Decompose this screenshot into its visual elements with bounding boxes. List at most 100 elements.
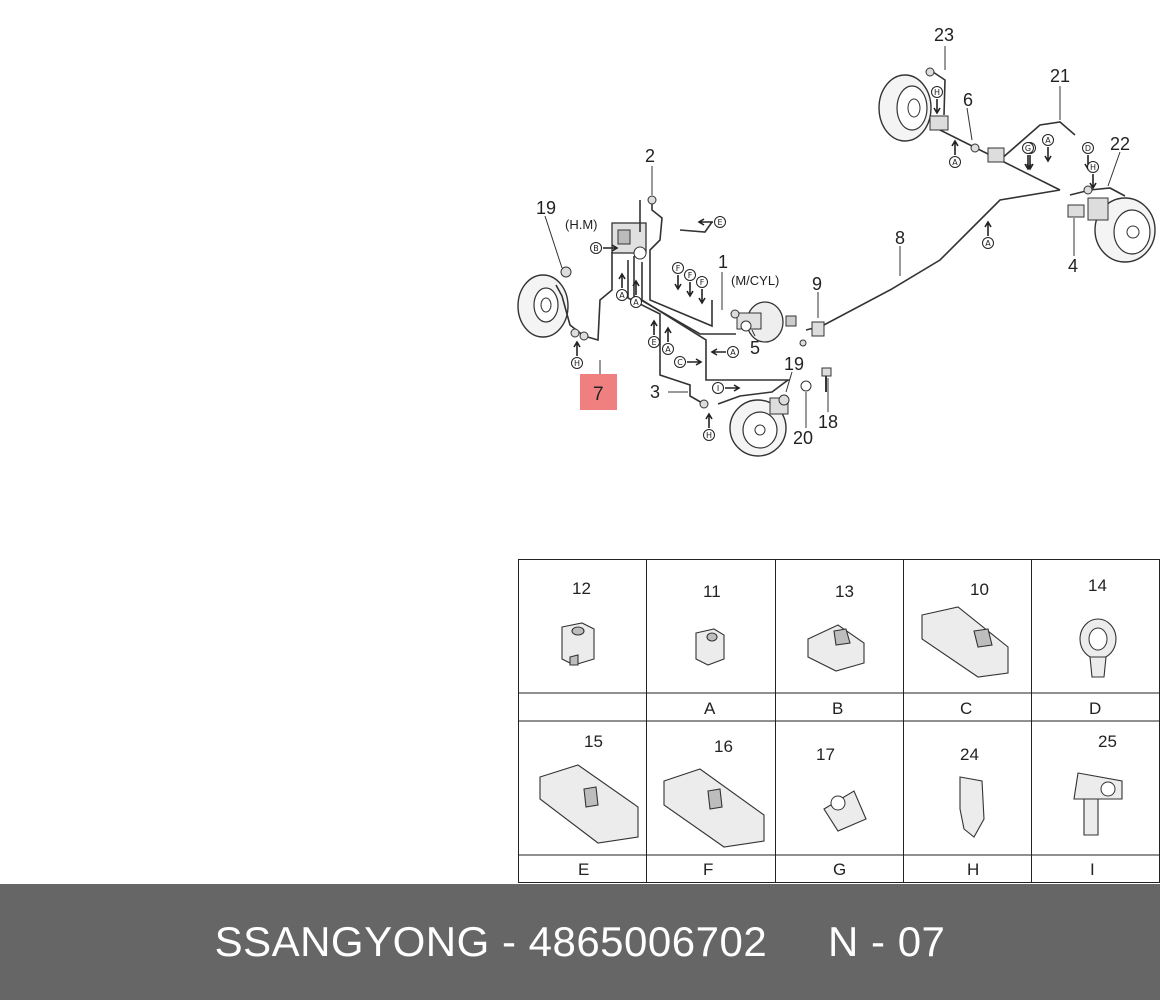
- clip-15-drawing: [539, 764, 639, 844]
- svg-text:A: A: [619, 291, 625, 300]
- clip-callout-a: A: [630, 279, 642, 308]
- part-label-5: 5: [750, 338, 760, 358]
- footer-part-number: SSANGYONG - 4865006702 N - 07: [214, 918, 946, 965]
- part-label-19-front-left: 19: [536, 198, 556, 218]
- clip-callout-f: F: [672, 262, 684, 291]
- svg-text:C: C: [677, 358, 683, 367]
- clip-callout-e: E: [648, 319, 660, 348]
- clip-letter-B: B: [832, 699, 843, 718]
- clip-callout-e: E: [697, 216, 726, 228]
- part-label-9: 9: [812, 274, 822, 294]
- clip-callout-h: H: [703, 412, 715, 441]
- clip-callout-a: A: [949, 139, 961, 168]
- clip-callout-h: H: [931, 86, 943, 115]
- part-label-18: 18: [818, 412, 838, 432]
- svg-text:H: H: [934, 88, 940, 97]
- highlight-box: [580, 374, 617, 410]
- clip-number-13: 13: [835, 582, 854, 601]
- svg-text:F: F: [676, 264, 681, 273]
- svg-text:E: E: [651, 338, 656, 347]
- footer-bar: SSANGYONG - 4865006702 N - 07: [0, 884, 1160, 1000]
- clip-callout-a: A: [1042, 134, 1054, 163]
- part-label-22: 22: [1110, 134, 1130, 154]
- rear-left-brake-disc: [1087, 197, 1156, 263]
- clip-number-12: 12: [572, 579, 591, 598]
- front-right-brake-disc: [729, 397, 789, 457]
- clip-number-10: 10: [970, 580, 989, 599]
- clip-letter-G: G: [833, 860, 846, 879]
- part-label-7[interactable]: 7: [593, 384, 604, 405]
- clip-number-15: 15: [584, 732, 603, 751]
- clip-number-14: 14: [1088, 576, 1107, 595]
- svg-text:A: A: [1045, 136, 1051, 145]
- clip-number-24: 24: [960, 745, 979, 764]
- part-label-21: 21: [1050, 66, 1070, 86]
- clip-17-drawing: [823, 790, 867, 832]
- rear-right-brake-drum: [878, 74, 932, 142]
- clip-13-drawing: [807, 624, 865, 672]
- svg-text:F: F: [688, 271, 693, 280]
- clip-letter-E: E: [578, 860, 589, 879]
- svg-text:H: H: [574, 359, 580, 368]
- assembly-label-hm: (H.M): [565, 217, 598, 232]
- clip-25-drawing: [1073, 772, 1123, 836]
- part-label-1: 1: [718, 252, 728, 272]
- part-label-19-front-right: 19: [784, 354, 804, 374]
- clip-callout-c: C: [674, 356, 703, 368]
- master-cylinder: [736, 301, 797, 343]
- svg-text:A: A: [730, 348, 736, 357]
- clip-number-16: 16: [714, 737, 733, 756]
- part-label-2: 2: [645, 146, 655, 166]
- clip-callout-a: A: [982, 220, 994, 249]
- hydraulic-modulator: [611, 222, 647, 260]
- clip-letter-C: C: [960, 699, 972, 718]
- clip-letter-D: D: [1089, 699, 1101, 718]
- clip-callout-a: A: [616, 272, 628, 301]
- clip-letter-F: F: [703, 860, 713, 879]
- clip-letter-H: H: [967, 860, 979, 879]
- clip-callout-f: F: [696, 276, 708, 305]
- part-label-8: 8: [895, 228, 905, 248]
- clip-number-25: 25: [1098, 732, 1117, 751]
- svg-text:G: G: [1025, 144, 1031, 153]
- svg-text:H: H: [706, 431, 712, 440]
- clip-table: 12 11 13 10 14 A B C D 15 16 17 24 25 E …: [518, 559, 1160, 883]
- clip-callout-g: G: [1022, 142, 1034, 171]
- svg-text:B: B: [593, 244, 599, 253]
- assembly-label-mcyl: (M/CYL): [731, 273, 779, 288]
- leader-lines: [544, 46, 1121, 428]
- svg-text:A: A: [665, 345, 671, 354]
- clip-callout-a: A: [710, 346, 739, 358]
- part-label-3: 3: [650, 382, 660, 402]
- clip-callout-a: A: [662, 326, 674, 355]
- svg-text:A: A: [985, 239, 991, 248]
- svg-text:F: F: [700, 278, 705, 287]
- clip-14-drawing: [1079, 618, 1117, 678]
- clip-callouts: AAAAAAABCDEEEFFFGHHHHI: [571, 86, 1099, 441]
- svg-text:A: A: [952, 158, 958, 167]
- part-label-23: 23: [934, 25, 954, 45]
- svg-text:I: I: [717, 384, 719, 393]
- clip-10-drawing: [921, 606, 1009, 678]
- clip-letter-A: A: [704, 699, 716, 718]
- clip-16-drawing: [663, 768, 765, 848]
- svg-text:D: D: [1085, 144, 1091, 153]
- part-number-labels: 1 2 3 4 5 6 7 8 9 18 19 19 20 21 22 23 (…: [536, 25, 1130, 448]
- svg-text:H: H: [1090, 163, 1096, 172]
- brake-pipes: [555, 69, 1126, 405]
- clip-callout-b: B: [590, 242, 619, 254]
- clip-12-drawing: [561, 622, 595, 666]
- front-left-brake-disc: [517, 274, 569, 338]
- clip-callout-h: H: [1087, 161, 1099, 190]
- clip-callout-i: I: [712, 382, 741, 394]
- clip-11-drawing: [695, 628, 725, 666]
- svg-text:E: E: [717, 218, 722, 227]
- clip-callout-h: H: [571, 340, 583, 369]
- clip-letter-I: I: [1090, 860, 1095, 879]
- pipe-fittings: [560, 67, 1093, 409]
- part-label-20: 20: [793, 428, 813, 448]
- svg-text:A: A: [633, 298, 639, 307]
- part-label-4: 4: [1068, 256, 1078, 276]
- part-label-6: 6: [963, 90, 973, 110]
